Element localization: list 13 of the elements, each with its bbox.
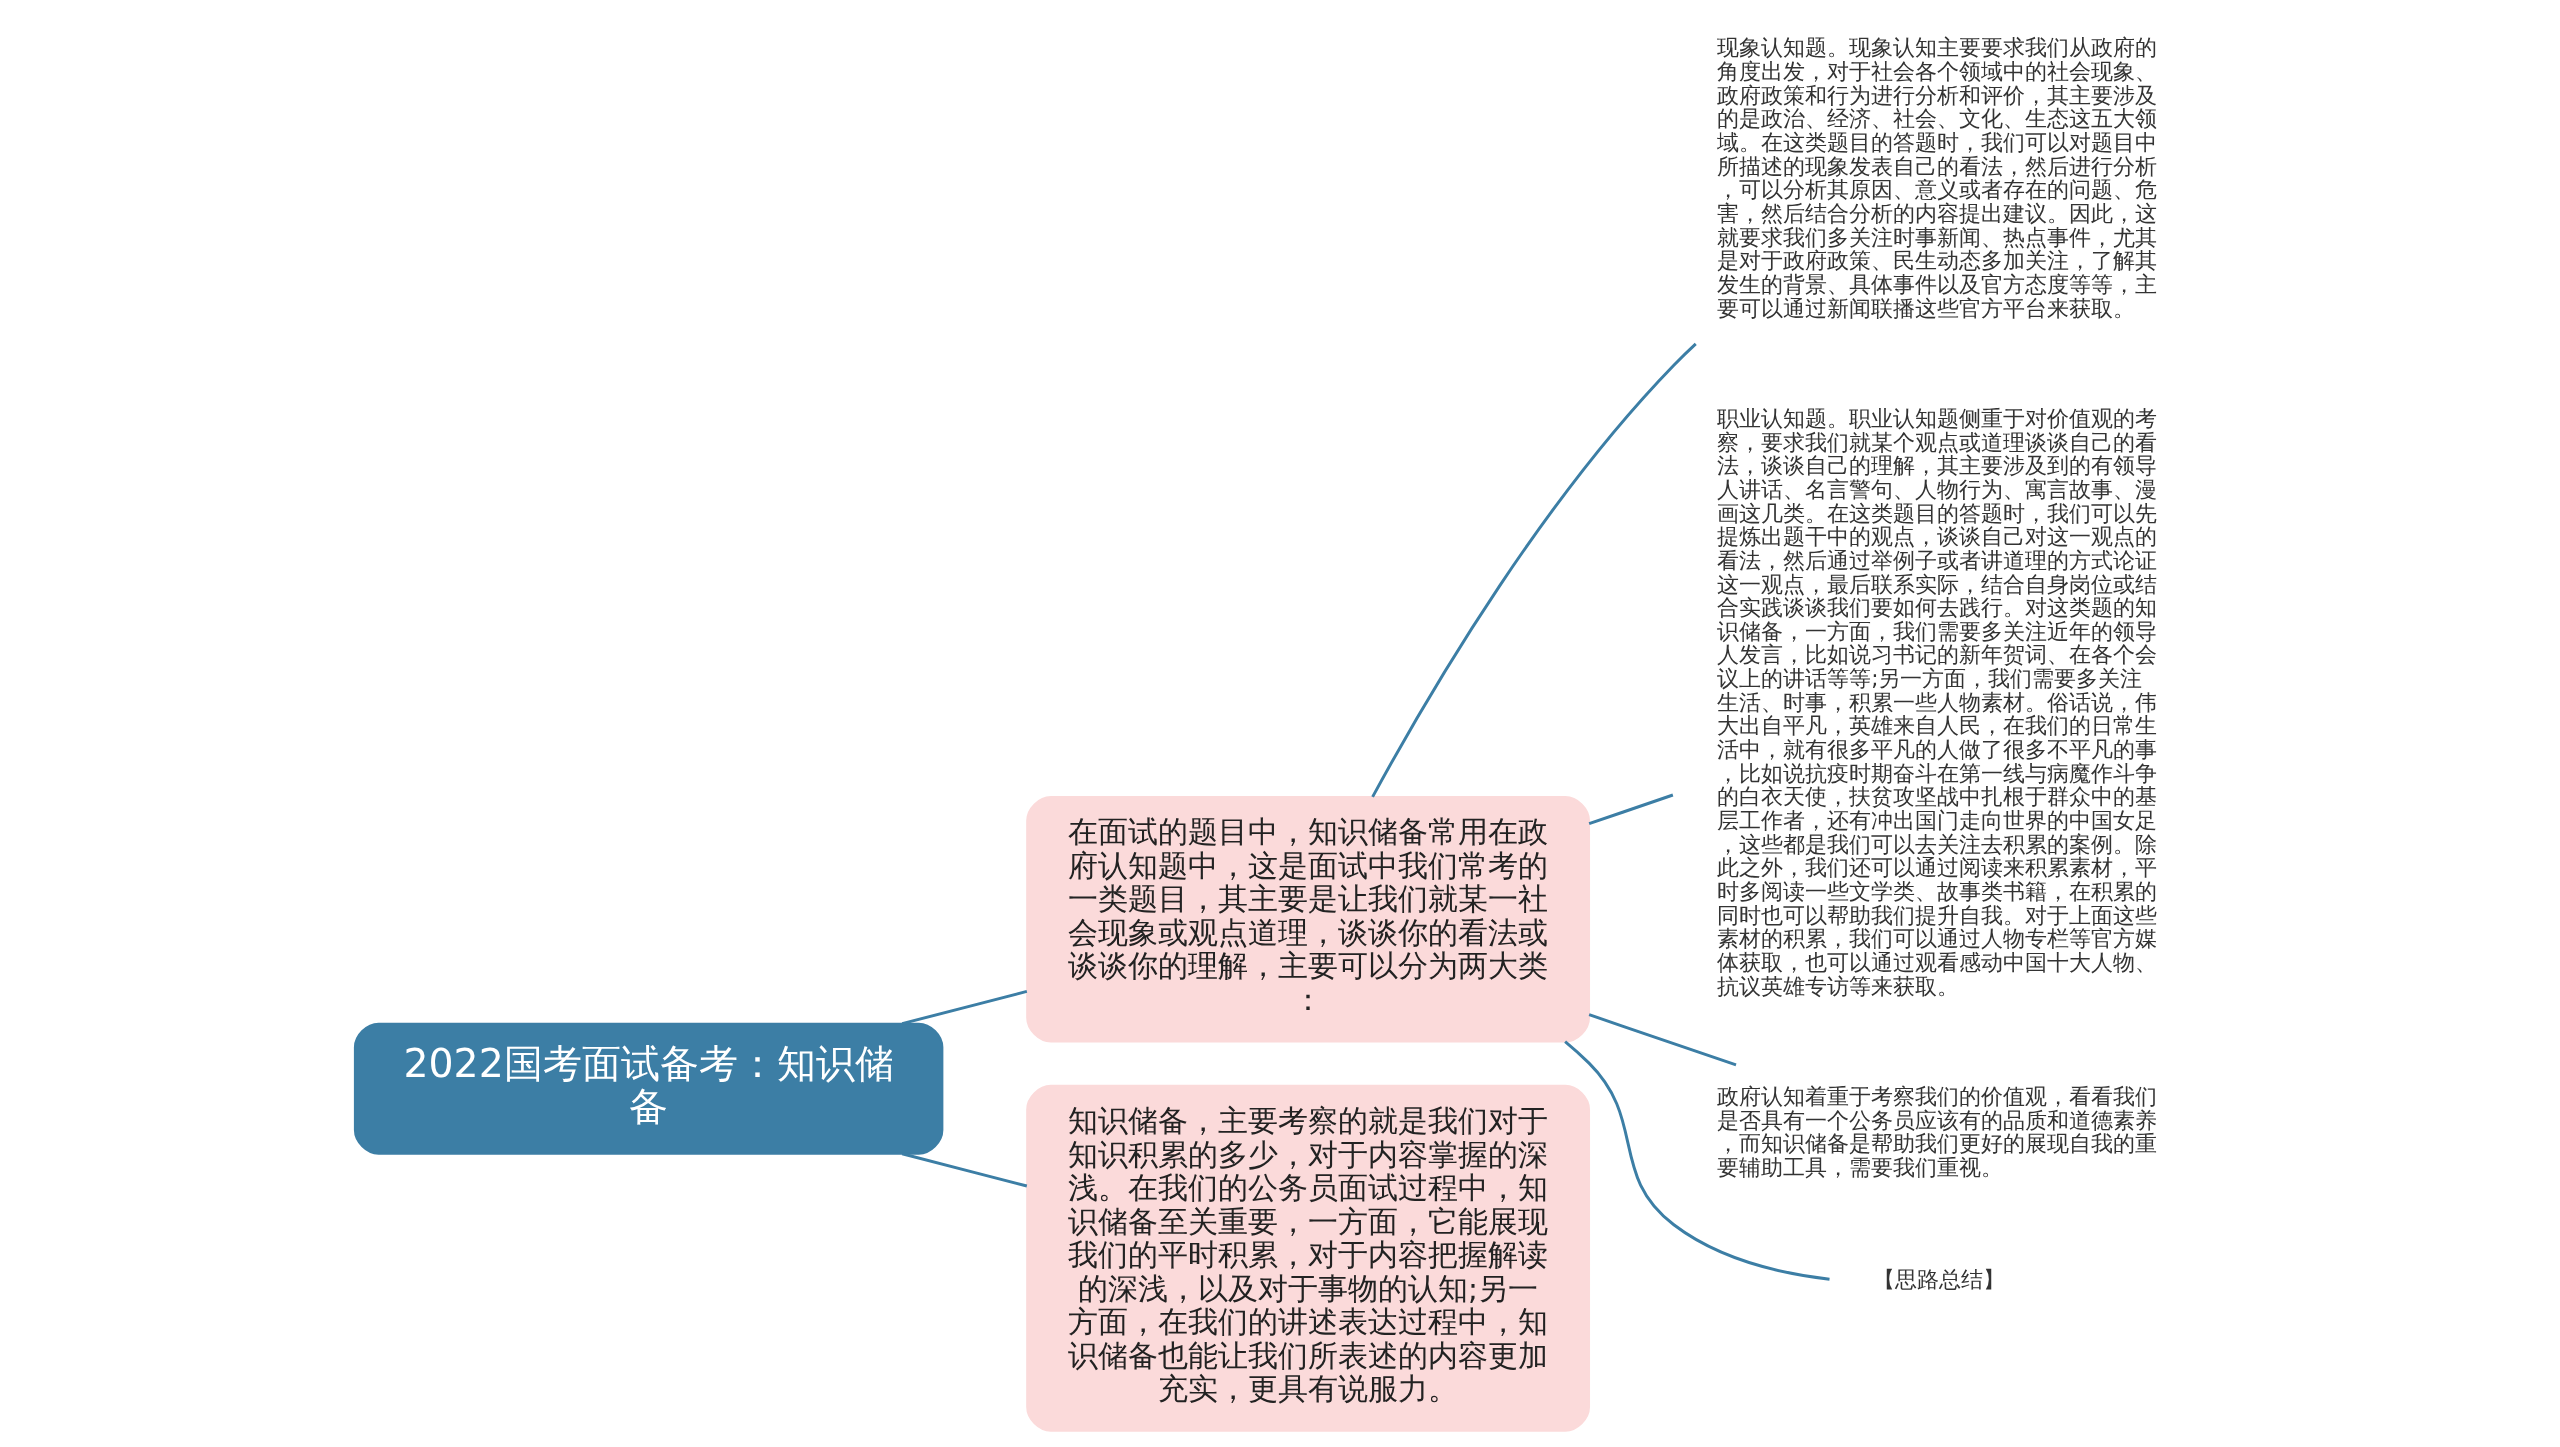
node-text: 政府认知着重于考察我们的价值观，看看我们是否具有一个公务员应该有的品质和道德素养，而知识储备是帮助我们更好的展现自我的重要辅助工具，需要我们重视。 — [1716, 1084, 2157, 1181]
node-box: 2022国考面试备考：知识储备 — [353, 1022, 943, 1155]
connector — [1563, 1040, 1830, 1281]
connector — [1588, 1013, 1736, 1067]
node-text: 职业认知题。职业认知题侧重于对价值观的考察，要求我们就某个观点或道理谈谈自己的看法，谈谈自己的理解，其主要涉及到的有领导人讲话、名言警句、人物行为、寓言故事、漫画这几类。在这类题目的答题时，我们可以先提炼出题干中的观点，谈谈自己对这一观点的看法，然后通过举例子或者讲道理的方式论证这一观点，最后联系实际，结合自身岗位或结合实践谈谈我们要如何去践行。对这类题的知识储备，一方面，我们需要多关注近年的领导人发言，比如说习书记的新年贺词、在各个会议上的讲话等等;另一方面，我们需要多关注生活、时事，积累一些人物素材。俗话说，伟大出自平凡，英雄来自人民，在我们的日常生活中，就有很多平凡的人做了很多不平凡的事，比如说抗疫时期奋斗在第一线与病魔作斗争的白衣天使，扶贫攻坚战中扎根于群众中的基层工作者，还有冲出国门走向世界的中国女足，这些都是我们可以去关注去积累的案例。除此之外，我们还可以通过阅读来积累素材，平时多阅读一些文学类、故事类书籍，在积累的同时也可以帮助我们提升自我。对于上面这些素材的积累，我们可以通过人物专栏等官方媒体获取，也可以通过观看感动中国十大人物、抗议英雄专访等来获取。 — [1716, 405, 2157, 999]
connector — [901, 1152, 1027, 1188]
node-box: 知识储备，主要考察的就是我们对于知识积累的多少，对于内容掌握的深浅。在我们的公务员面试过程中，知识储备至关重要，一方面，它能展现我们的平时积累，对于内容把握解读的深浅，以及对于事物的认知;另一方面，在我们的讲述表达过程中，知识储备也能让我们所表述的内容更加充实，更具有说服力。 — [1025, 1084, 1590, 1432]
node-text: 【思路总结】 — [1872, 1267, 2005, 1293]
node-box: 在面试的题目中，知识储备常用在政府认知题中，这是面试中我们常考的一类题目，其主要是让我们就某一社会现象或观点道理，谈谈你的看法或谈谈你的理解，主要可以分为两大类： — [1025, 795, 1590, 1043]
node-text: 现象认知题。现象认知主要要求我们从政府的角度出发，对于社会各个领域中的社会现象、政府政策和行为进行分析和评价，其主要涉及的是政治、经济、社会、文化、生态这五大领域。在这类题目的答题时，我们可以对题目中所描述的现象发表自己的看法，然后进行分析，可以分析其原因、意义或者存在的问题、危害，然后结合分析的内容提出建议。因此，这就要求我们多关注时事新闻、热点事件，尤其是对于政府政策、民生动态多加关注，了解其发生的背景、具体事件以及官方态度等等，主要可以通过新闻联播这些官方平台来获取。 — [1716, 35, 2157, 321]
connector — [1588, 793, 1673, 826]
connector — [1370, 342, 1697, 798]
connector — [901, 989, 1027, 1026]
